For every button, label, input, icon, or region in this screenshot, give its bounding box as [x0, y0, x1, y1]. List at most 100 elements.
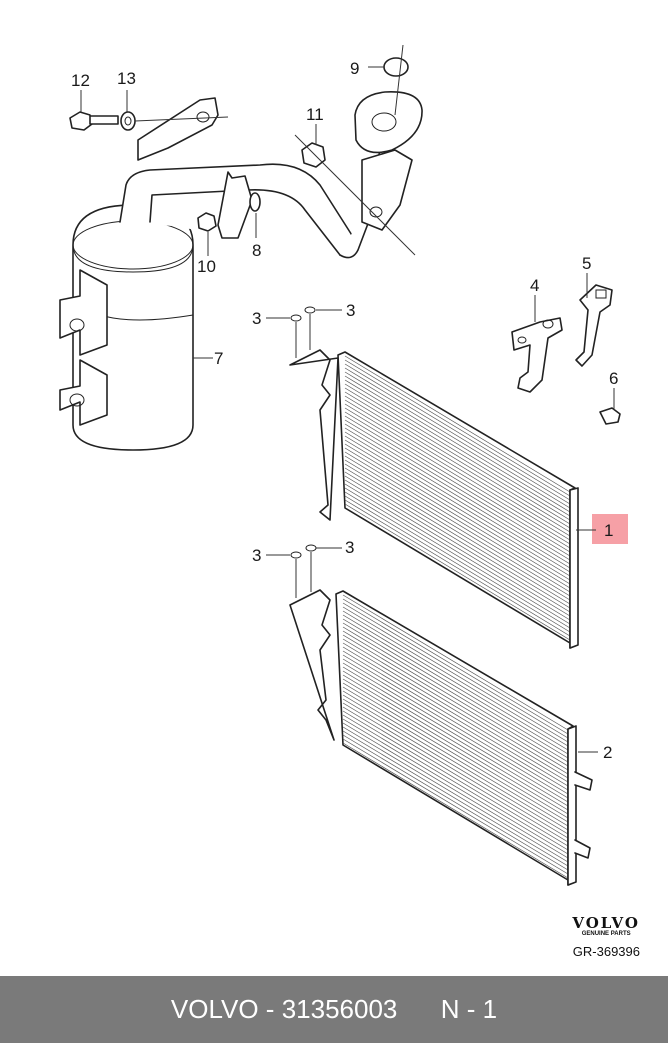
- condenser-fin: [344, 459, 571, 597]
- condenser-fin: [344, 443, 571, 581]
- callout-3: 3: [252, 546, 261, 565]
- condenser-fin: [344, 395, 571, 533]
- callout-1-highlight: [592, 514, 628, 544]
- condenser-fin: [344, 419, 571, 557]
- hardware-parts: [69, 57, 621, 425]
- callout-3: 3: [345, 538, 354, 557]
- condenser-fin: [342, 630, 569, 767]
- condenser-fin: [344, 463, 571, 601]
- condenser-fin: [344, 491, 571, 629]
- condenser-fin: [344, 383, 571, 521]
- callout-9: 9: [350, 59, 359, 78]
- condenser-fin: [344, 487, 571, 625]
- condenser-fin: [342, 674, 569, 811]
- volvo-genuine-parts-logo: VOLVO GENUINE PARTS: [572, 914, 640, 937]
- condenser-fin: [344, 451, 571, 589]
- condenser-fin: [344, 399, 571, 537]
- brand-logo-text: VOLVO: [572, 914, 640, 932]
- callout-12: 12: [71, 71, 90, 90]
- condenser-fin: [342, 734, 569, 871]
- condenser-1-fins: [344, 355, 571, 641]
- callout-6: 6: [609, 369, 618, 388]
- callout-1: 1: [604, 521, 613, 540]
- condenser-fin: [344, 471, 571, 609]
- condenser-fin: [344, 407, 571, 545]
- condenser-fin: [344, 363, 571, 501]
- callout-4: 4: [530, 276, 539, 295]
- condenser-fin: [344, 367, 571, 505]
- condenser-fin: [342, 650, 569, 787]
- condenser-2: [289, 589, 593, 886]
- condenser-fin: [344, 435, 571, 573]
- condenser-fin: [342, 698, 569, 835]
- callout-labels: 1 2 3 3 3 3 4 5 6 7 8 9 10 11 12 13: [71, 59, 618, 762]
- callout-11: 11: [306, 105, 324, 124]
- footer-spacer: [397, 994, 440, 1025]
- condenser-fin: [344, 431, 571, 569]
- condenser-fin: [342, 654, 569, 791]
- callout-7: 7: [214, 349, 223, 368]
- condenser-fin: [342, 646, 569, 783]
- receiver-drier: [59, 204, 194, 451]
- condenser-fin: [342, 606, 569, 743]
- callout-5: 5: [582, 254, 591, 273]
- condenser-fin: [344, 391, 571, 529]
- condenser-fin: [344, 415, 571, 553]
- callout-8: 8: [252, 241, 261, 260]
- condenser-fin: [344, 495, 571, 633]
- callout-2: 2: [603, 743, 612, 762]
- condenser-fin: [342, 610, 569, 747]
- condenser-fin: [344, 439, 571, 577]
- condenser-fin: [344, 467, 571, 605]
- condenser-fin: [344, 499, 571, 637]
- condenser-fin: [344, 355, 571, 493]
- condenser-fin: [342, 622, 569, 759]
- condenser-fin: [344, 387, 571, 525]
- footer-part-number: VOLVO - 31356003: [170, 994, 398, 1024]
- part-number-footer: VOLVO - 31356003 N - 1: [0, 976, 668, 1043]
- condenser-fin: [344, 483, 571, 621]
- condenser-1: [289, 349, 579, 649]
- condenser-fin: [342, 602, 569, 739]
- condenser-fin: [342, 706, 569, 843]
- condenser-fin: [342, 682, 569, 819]
- condenser-fin: [342, 738, 569, 875]
- leader-lines: [80, 44, 615, 753]
- diagram-reference-code: GR-369396: [572, 944, 640, 959]
- bracket-4: [511, 317, 563, 393]
- condenser-fin: [342, 642, 569, 779]
- condenser-2-fins: [342, 594, 569, 879]
- condenser-fin: [342, 614, 569, 751]
- condenser-fin: [342, 694, 569, 831]
- condenser-fin: [344, 475, 571, 613]
- condenser-fin: [342, 670, 569, 807]
- condenser-fin: [342, 634, 569, 771]
- callout-3: 3: [252, 309, 261, 328]
- condenser-fin: [344, 455, 571, 593]
- o-rings: [290, 306, 317, 598]
- condenser-fin: [342, 742, 569, 879]
- condenser-fin: [342, 662, 569, 799]
- condenser-fin: [344, 447, 571, 585]
- condenser-fin: [342, 658, 569, 795]
- footer-quantity: N - 1: [440, 994, 498, 1024]
- condenser-fin: [342, 702, 569, 839]
- condenser-fin: [342, 690, 569, 827]
- condenser-fin: [342, 718, 569, 855]
- condenser-fin: [342, 710, 569, 847]
- callout-10: 10: [197, 257, 216, 276]
- condenser-fin: [342, 598, 569, 735]
- condenser-fin: [342, 594, 569, 731]
- condenser-fin: [344, 375, 571, 513]
- condenser-fin: [342, 726, 569, 863]
- condenser-fin: [344, 403, 571, 541]
- condenser-fin: [344, 479, 571, 617]
- brand-subtext: GENUINE PARTS: [581, 931, 631, 937]
- exploded-parts-diagram: 1 2 3 3 3 3 4 5 6 7 8 9 10 11 12 13: [59, 44, 628, 886]
- refrigerant-pipe: [119, 91, 423, 259]
- callout-3: 3: [346, 301, 355, 320]
- condenser-fin: [342, 618, 569, 755]
- condenser-fin: [342, 638, 569, 775]
- bracket-5: [575, 284, 613, 367]
- condenser-fin: [344, 379, 571, 517]
